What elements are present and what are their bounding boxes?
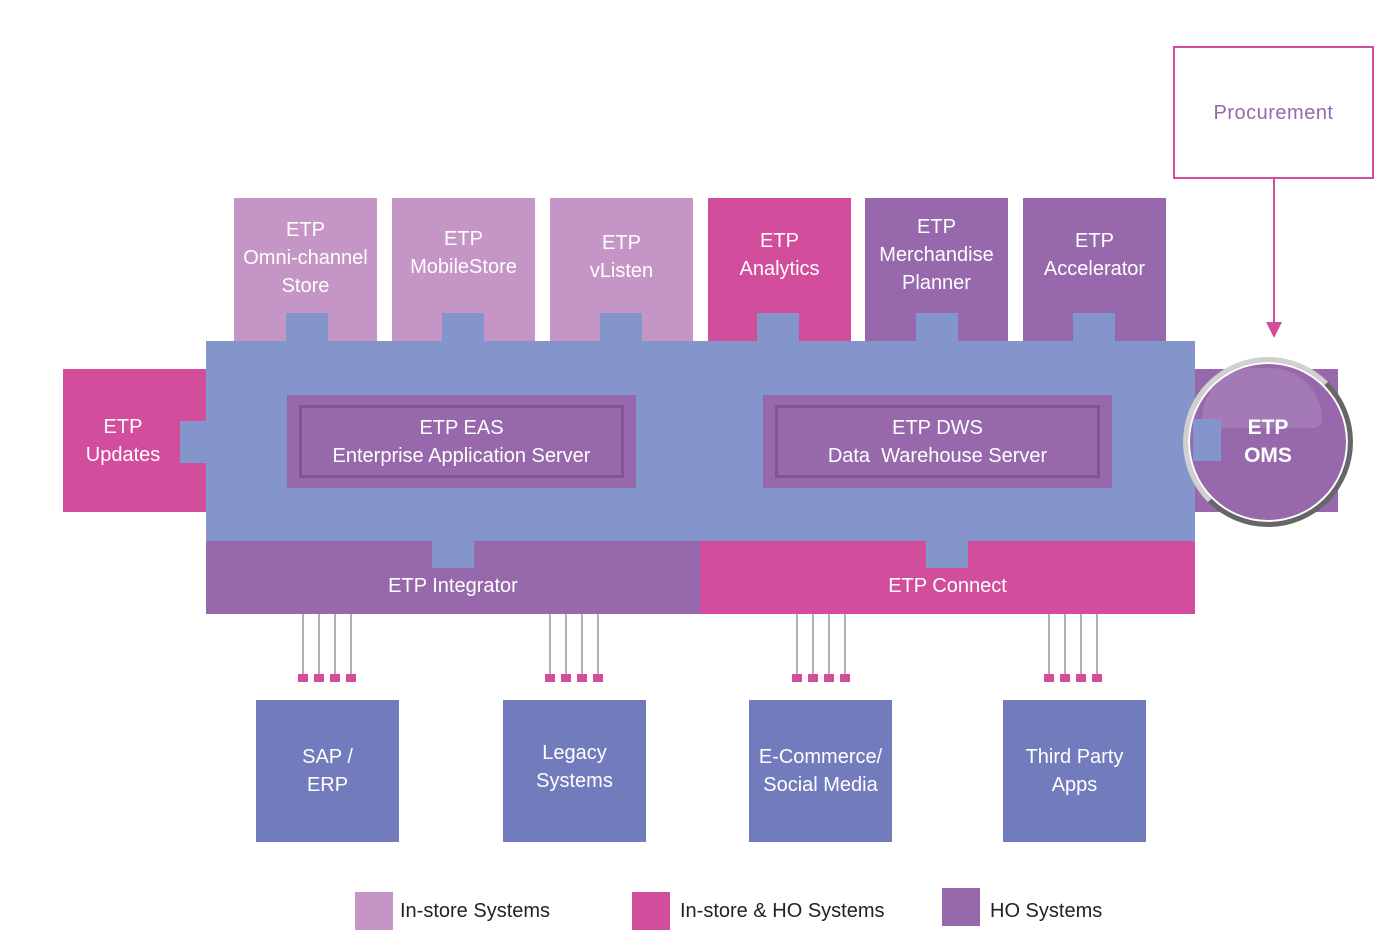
connector-tab	[1073, 313, 1115, 343]
dws-inner-frame	[775, 405, 1100, 478]
legend-swatch-in-store-ho	[632, 892, 670, 930]
dws-subtitle: Data Warehouse Server	[827, 444, 1048, 467]
eas-server: ETP EAS Enterprise Application Server	[287, 395, 636, 488]
external-line: Systems	[536, 770, 613, 792]
legend-label-ho: HO Systems	[990, 900, 1103, 922]
connector-tab	[432, 540, 474, 568]
module-line: MobileStore	[410, 256, 517, 278]
connector-tab	[926, 540, 968, 568]
module-line: ETP	[103, 415, 143, 438]
connector-tab	[442, 313, 484, 343]
external-legacy-systems: Legacy Systems	[503, 700, 646, 842]
legend-swatch-in-store	[355, 892, 393, 930]
procurement-arrowhead	[1266, 322, 1282, 338]
integration-pins	[298, 674, 1102, 682]
external-line: Apps	[1051, 774, 1098, 796]
module-line: Omni-channel	[243, 247, 368, 269]
module-line: Merchandise	[879, 244, 994, 266]
external-line: SAP /	[302, 746, 353, 768]
connect-label: ETP Connect	[888, 574, 1007, 597]
external-line: Social Media	[763, 774, 878, 796]
integration-wires	[302, 614, 1098, 676]
external-ecommerce-social: E-Commerce/ Social Media	[749, 700, 892, 842]
module-line: ETP	[444, 228, 483, 250]
external-line: ERP	[306, 774, 349, 796]
connector-tab	[600, 313, 642, 343]
module-line: Accelerator	[1043, 258, 1146, 280]
legend-swatch-ho	[942, 888, 980, 926]
eas-inner-frame	[299, 405, 624, 478]
external-third-party-apps: Third Party Apps	[1003, 700, 1146, 842]
procurement-label: Procurement	[1213, 101, 1334, 124]
connector-tab	[286, 313, 328, 343]
legend-label-in-store: In-store Systems	[400, 900, 551, 922]
oms-line: ETP	[1247, 416, 1289, 439]
module-line: Analytics	[739, 258, 820, 280]
connector-tab	[757, 313, 799, 343]
module-line: Updates	[85, 443, 161, 466]
module-line: ETP	[1075, 230, 1114, 252]
external-sap-erp: SAP / ERP	[256, 700, 399, 842]
eas-subtitle: Enterprise Application Server	[332, 444, 591, 467]
module-line: ETP	[286, 219, 325, 241]
module-line: Planner	[902, 272, 971, 294]
oms-line: OMS	[1244, 444, 1292, 467]
oms-highlight	[1202, 368, 1322, 428]
connector-tab	[916, 313, 958, 343]
integrator-label: ETP Integrator	[388, 574, 518, 597]
module-line: ETP	[602, 232, 641, 254]
dws-title: ETP DWS	[892, 416, 983, 439]
procurement-box: Procurement	[1173, 46, 1374, 179]
module-line: ETP	[760, 230, 799, 252]
connector-tab	[180, 421, 210, 463]
legend-label-in-store-ho: In-store & HO Systems	[680, 900, 885, 922]
external-line: Legacy	[542, 742, 607, 764]
module-line: vListen	[589, 260, 654, 282]
eas-title: ETP EAS	[419, 416, 504, 439]
module-line: ETP	[917, 216, 956, 238]
module-line: Store	[281, 275, 330, 297]
connector-tab	[1193, 419, 1221, 461]
dws-server: ETP DWS Data Warehouse Server	[763, 395, 1112, 488]
external-line: E-Commerce/	[758, 746, 883, 768]
external-line: Third Party	[1025, 746, 1124, 768]
